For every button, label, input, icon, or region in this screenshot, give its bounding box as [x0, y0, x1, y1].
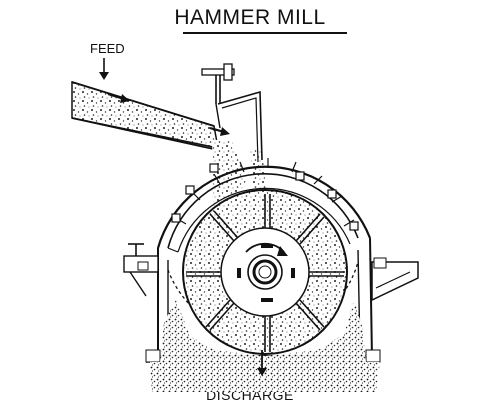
flow-arrow-icon	[107, 92, 130, 103]
discharge-arrow-icon	[257, 350, 267, 376]
adjustment-rod	[201, 63, 263, 163]
material-pile	[160, 300, 366, 362]
screen-grate	[167, 261, 359, 336]
feed-label: FEED	[90, 41, 125, 56]
feed-chute	[71, 80, 219, 151]
flow-arrow-icon	[209, 126, 230, 136]
title-underline	[183, 32, 347, 34]
rotor	[182, 189, 348, 355]
left-bracket	[123, 243, 159, 297]
hammers	[186, 194, 344, 352]
right-door	[371, 257, 419, 302]
diagram-title: HAMMER MILL	[174, 6, 326, 29]
hammer-pivot-pins	[237, 244, 295, 302]
feed-arrow-icon	[99, 58, 109, 80]
rotation-arrow-icon	[245, 242, 288, 256]
discharge-pile	[150, 362, 380, 392]
